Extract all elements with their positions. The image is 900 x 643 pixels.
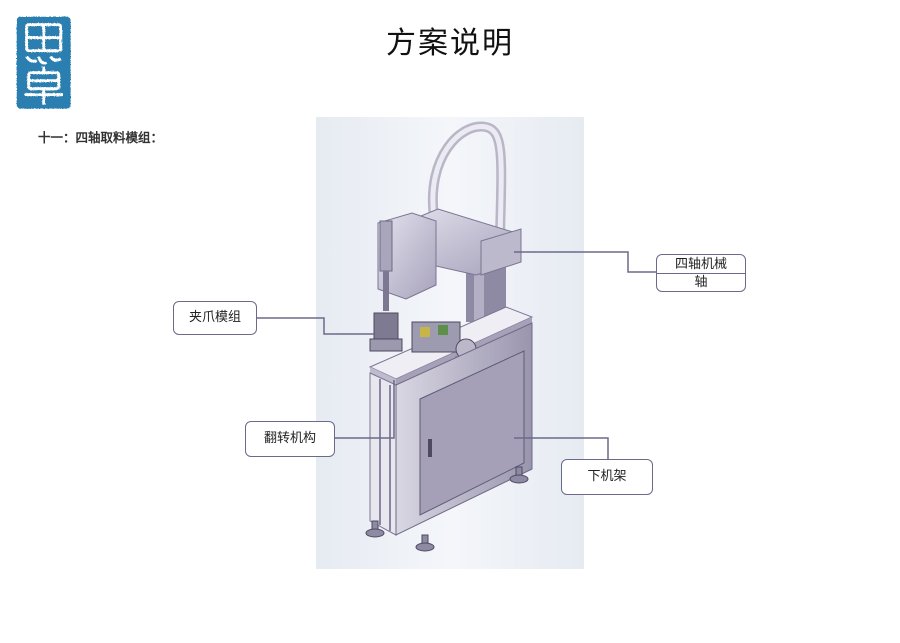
callout-four-axis-robot-line1: 四轴机械: [674, 257, 727, 272]
callout-four-axis-robot: 四轴机械 轴: [656, 254, 746, 292]
callout-lower-frame: 下机架: [561, 459, 653, 495]
callout-gripper-label: 夹爪模组: [188, 310, 241, 325]
callout-flip-label: 翻转机构: [263, 431, 316, 446]
callout-flip-mechanism: 翻转机构: [245, 421, 335, 457]
callout-four-axis-robot-line2: 轴: [657, 273, 745, 291]
callout-gripper-module: 夹爪模组: [173, 301, 257, 335]
machine-illustration: [316, 117, 584, 569]
page-title: 方案说明: [386, 26, 514, 61]
section-heading: 十一：四轴取料模组：: [38, 130, 164, 145]
company-logo: [16, 16, 70, 108]
callout-frame-label: 下机架: [587, 469, 627, 484]
